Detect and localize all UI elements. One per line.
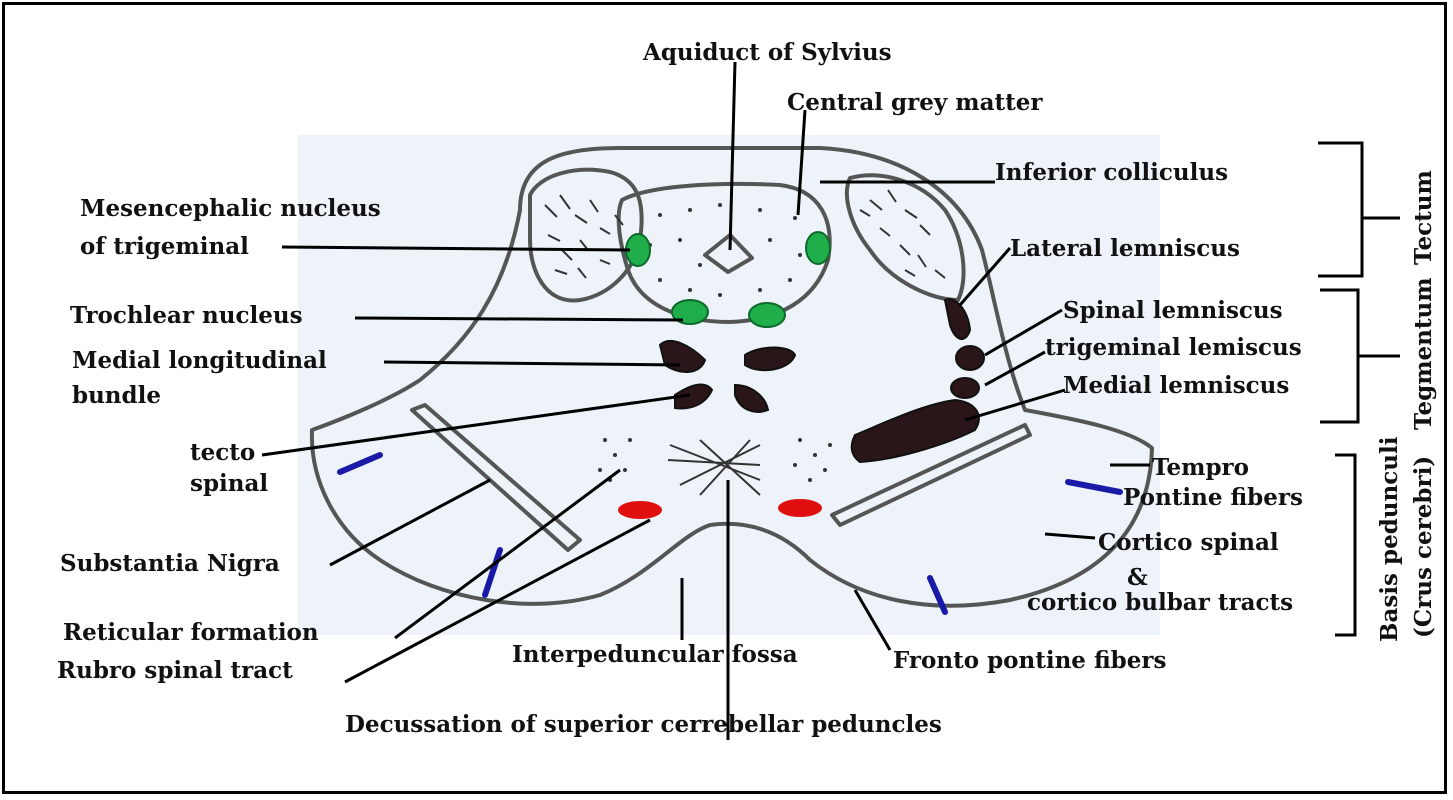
label-central-grey-matter: Central grey matter <box>787 90 1043 116</box>
label-tecto-1: tecto <box>190 440 255 466</box>
label-medial-lemniscus: Medial lemniscus <box>1063 373 1289 399</box>
label-tempro-2: Pontine fibers <box>1123 485 1303 511</box>
label-spinal-lemniscus: Spinal lemniscus <box>1063 298 1283 324</box>
label-trochlear-nucleus: Trochlear nucleus <box>70 303 303 329</box>
blue-vessels <box>340 455 1120 612</box>
label-mesencephalic-2: of trigeminal <box>80 234 249 260</box>
label-cortico-3: cortico bulbar tracts <box>1027 590 1293 616</box>
label-interpeduncular-fossa: Interpeduncular fossa <box>512 642 798 668</box>
label-cortico-1: Cortico spinal <box>1098 530 1279 556</box>
label-aqueduct: Aquiduct of Sylvius <box>643 40 892 66</box>
red-nuclei <box>618 499 822 519</box>
label-rubro-spinal-tract: Rubro spinal tract <box>57 658 293 684</box>
region-basis-1: Basis pedunculi <box>1376 437 1403 642</box>
label-mlb-1: Medial longitudinal <box>72 348 327 374</box>
label-decussation: Decussation of superior cerrebellar pedu… <box>345 712 942 738</box>
label-reticular-formation: Reticular formation <box>63 620 319 646</box>
label-cortico-2: & <box>1127 565 1148 591</box>
label-tecto-2: spinal <box>190 471 268 497</box>
region-tectum: Tectum <box>1410 170 1437 265</box>
label-lateral-lemniscus: Lateral lemniscus <box>1010 236 1240 262</box>
dark-nuclei <box>660 299 984 462</box>
label-tempro-1: Tempro <box>1152 455 1249 481</box>
green-nuclei <box>626 232 830 327</box>
label-substantia-nigra: Substantia Nigra <box>60 551 280 577</box>
label-fronto-pontine: Fronto pontine fibers <box>893 648 1166 674</box>
region-basis-2: (Crus cerebri) <box>1410 456 1437 638</box>
label-mesencephalic-1: Mesencephalic nucleus <box>80 196 381 222</box>
label-mlb-2: bundle <box>72 383 161 409</box>
label-trigeminal-lemniscus: trigeminal lemiscus <box>1045 335 1302 361</box>
label-inferior-colliculus: Inferior colliculus <box>995 160 1228 186</box>
region-tegmentum: Tegmentum <box>1410 277 1437 430</box>
